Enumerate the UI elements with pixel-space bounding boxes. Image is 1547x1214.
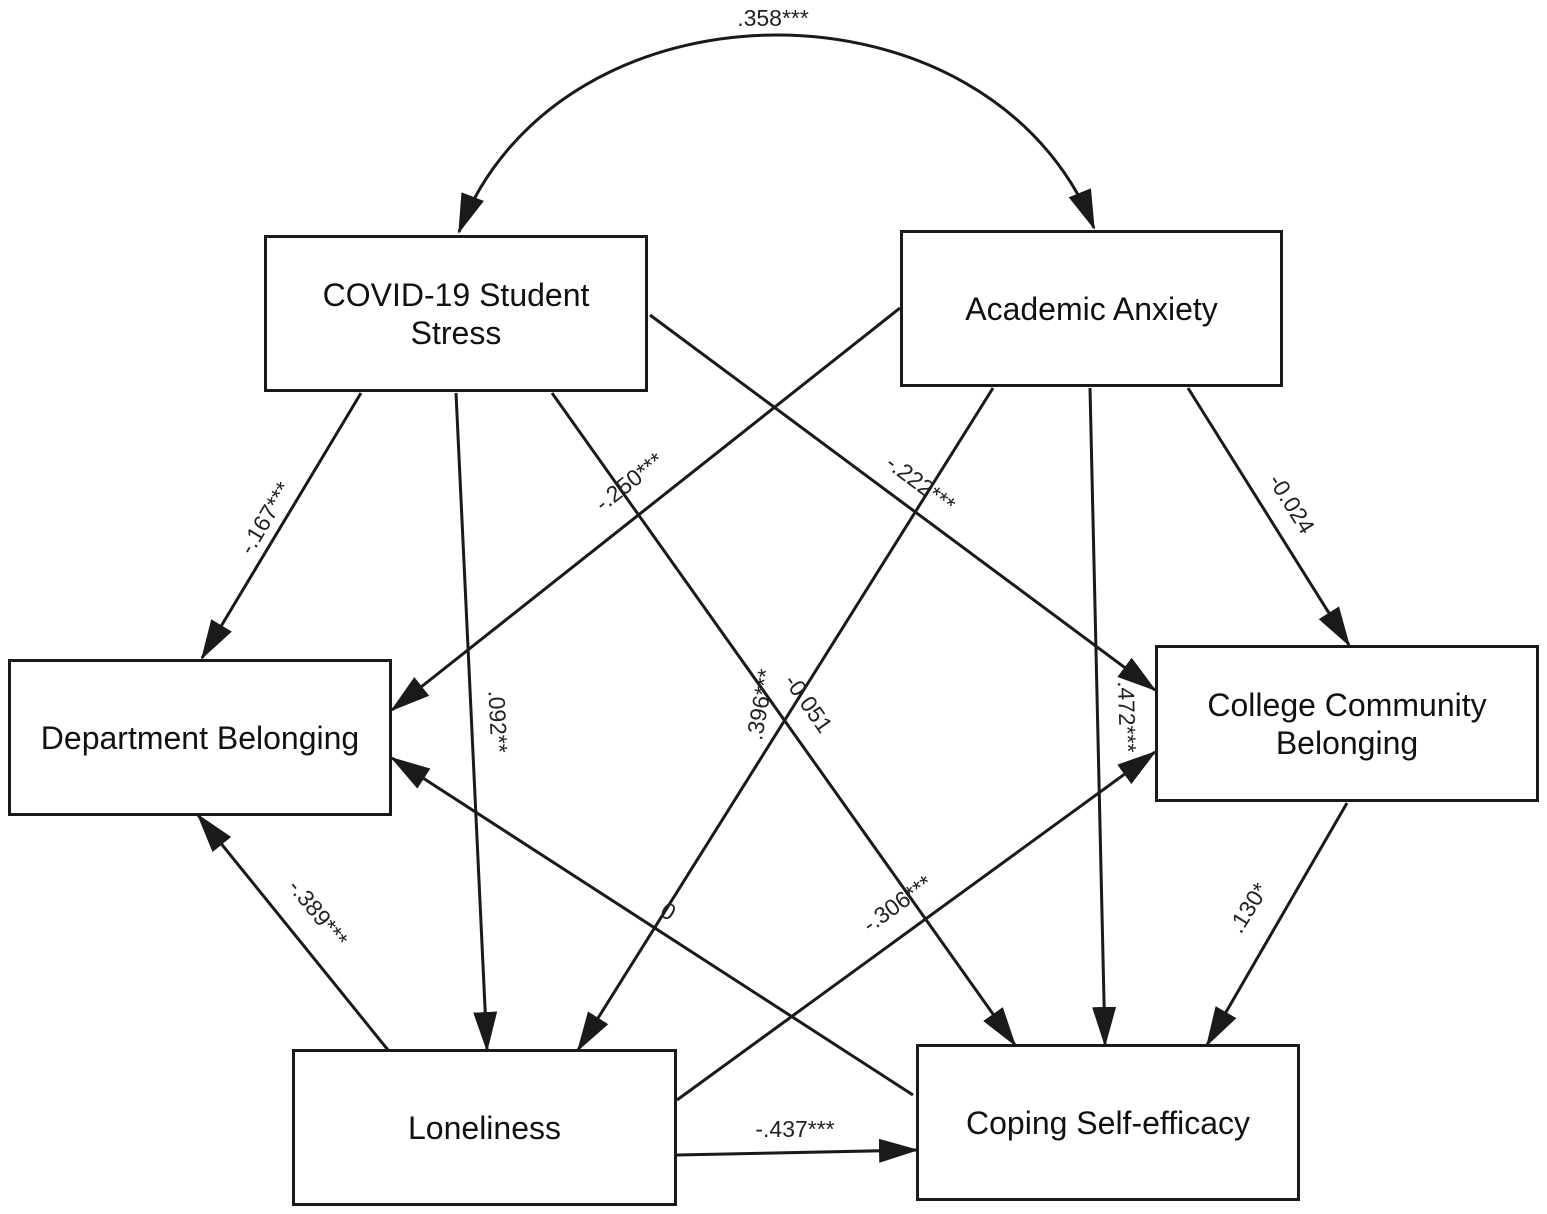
label-anxiety-to-college: -0.024 xyxy=(1263,469,1320,538)
node-department-belonging-label: Department Belonging xyxy=(40,719,360,756)
node-covid-stress-line2: Stress xyxy=(410,314,502,351)
arrow-anxiety-to-dept xyxy=(390,306,901,712)
arrow-lonely-to-dept xyxy=(196,813,390,1051)
label-covariance: .358*** xyxy=(737,5,809,31)
node-covid-stress: COVID-19 Student Stress xyxy=(264,235,648,392)
label-lonely-to-dept: -.389*** xyxy=(283,874,353,952)
node-loneliness-label: Loneliness xyxy=(408,1109,561,1146)
node-college-belonging-line2: Belonging xyxy=(1275,724,1419,761)
label-anxiety-to-dept: -.250*** xyxy=(590,447,669,516)
node-college-belonging: College Community Belonging xyxy=(1155,645,1539,802)
arrow-anxiety-to-coping xyxy=(1088,387,1117,1047)
arrow-anxiety-to-college xyxy=(1186,387,1351,647)
label-anxiety-to-coping: .472*** xyxy=(1113,680,1141,753)
covariance-arc xyxy=(457,33,1096,234)
node-coping-self-efficacy-label: Coping Self-efficacy xyxy=(966,1104,1250,1141)
node-academic-anxiety-label: Academic Anxiety xyxy=(965,290,1218,327)
node-coping-self-efficacy: Coping Self-efficacy xyxy=(916,1044,1300,1201)
arrow-coping-to-dept xyxy=(390,756,914,1097)
arrow-stress-to-lonely xyxy=(454,392,498,1052)
arrow-stress-to-college xyxy=(649,313,1157,692)
node-college-belonging-line1: College Community xyxy=(1207,686,1487,723)
node-covid-stress-line1: COVID-19 Student xyxy=(322,276,590,313)
arrow-college-to-coping xyxy=(1205,802,1349,1047)
label-college-to-coping: .130* xyxy=(1223,878,1274,937)
arrow-anxiety-to-lonely xyxy=(576,387,995,1052)
node-department-belonging: Department Belonging xyxy=(8,659,392,816)
node-loneliness: Loneliness xyxy=(292,1049,677,1206)
arrow-lonely-to-coping xyxy=(676,1138,919,1163)
arrow-stress-to-dept xyxy=(200,392,363,660)
label-stress-to-lonely: .092** xyxy=(483,690,512,754)
node-academic-anxiety: Academic Anxiety xyxy=(900,230,1283,387)
arrow-stress-to-coping xyxy=(550,392,1017,1047)
label-lonely-to-coping: -.437*** xyxy=(755,1116,834,1142)
arrow-lonely-to-college xyxy=(676,750,1157,1102)
